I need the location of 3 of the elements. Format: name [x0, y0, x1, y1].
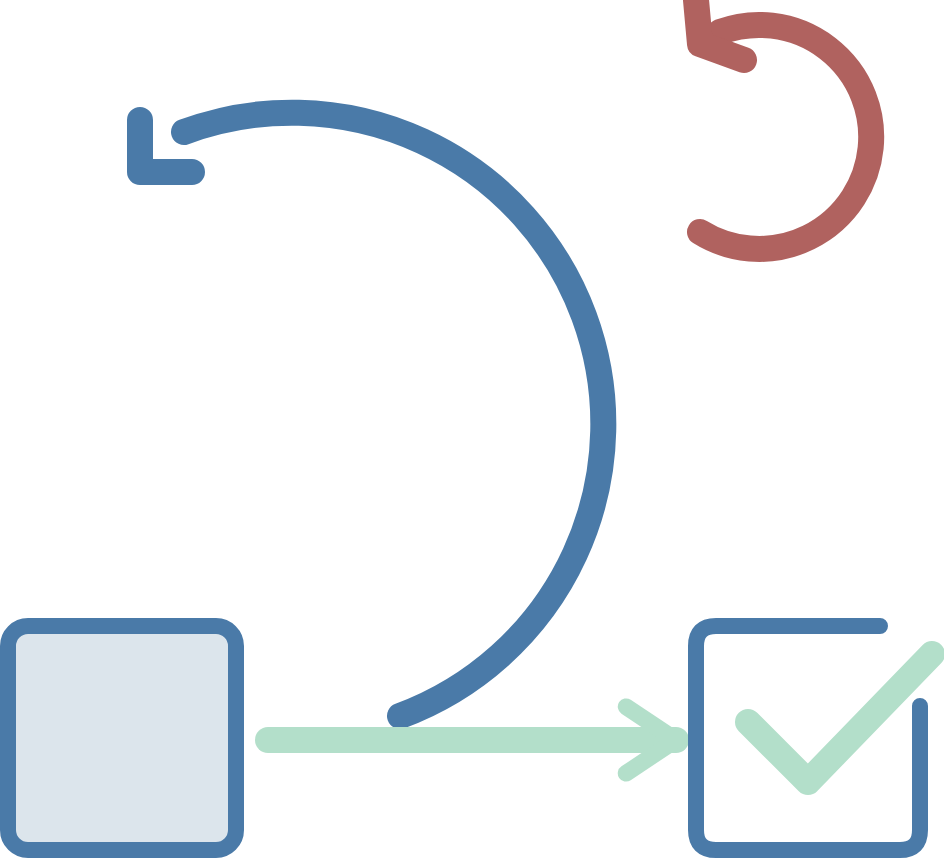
- square-box: [0, 618, 244, 858]
- arrow: [255, 698, 689, 782]
- checked-box: [688, 618, 940, 858]
